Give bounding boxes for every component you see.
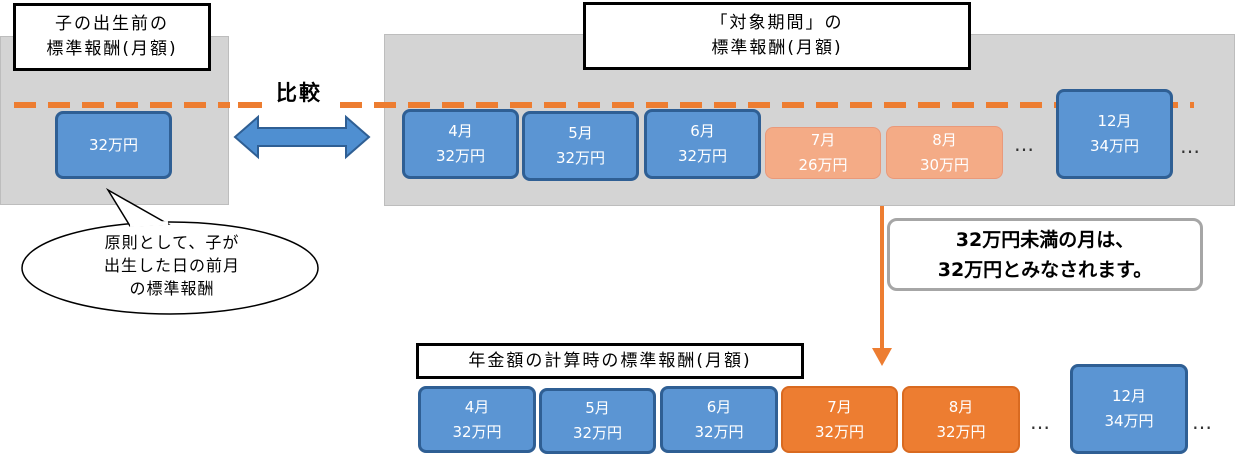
threshold-dashed-line: [14, 102, 1194, 108]
pension-month-6: 6月 32万円: [660, 386, 778, 453]
month-label: 12月: [1097, 112, 1132, 130]
period-ellipsis: …: [1014, 132, 1038, 156]
before-title-box: 子の出生前の 標準報酬(月額): [13, 3, 211, 71]
period-ellipsis-end: …: [1180, 134, 1204, 158]
month-amount: 32万円: [694, 422, 744, 441]
callout-line3: の標準報酬: [129, 279, 215, 298]
period-month-4: 4月 32万円: [402, 109, 519, 179]
period-month-5: 5月 32万円: [522, 111, 639, 181]
month-label: 8月: [932, 130, 957, 149]
period-month-6: 6月 32万円: [644, 109, 761, 179]
month-amount: 34万円: [1104, 412, 1154, 430]
period-month-7: 7月 26万円: [765, 127, 881, 179]
period-title-line1: 「対象期間」の: [710, 13, 844, 33]
month-label: 5月: [568, 124, 593, 142]
month-amount: 32万円: [936, 422, 986, 441]
period-month-12: 12月 34万円: [1056, 89, 1173, 179]
pension-title: 年金額の計算時の標準報酬(月額): [468, 350, 752, 371]
before-title-line1: 子の出生前の: [55, 14, 169, 34]
note-line1: 32万円未満の月は、: [955, 228, 1135, 251]
pension-month-12: 12月 34万円: [1070, 364, 1188, 454]
pension-ellipsis-end: …: [1192, 410, 1216, 434]
callout-text: 原則として、子が 出生した日の前月 の標準報酬: [40, 231, 304, 300]
note-box: 32万円未満の月は、 32万円とみなされます。: [887, 218, 1203, 291]
month-label: 4月: [464, 397, 490, 416]
month-label: 12月: [1111, 387, 1147, 405]
month-label: 7月: [810, 131, 836, 149]
before-amount-box: 32万円: [55, 111, 172, 179]
before-amount: 32万円: [88, 135, 139, 154]
pension-month-8: 8月 32万円: [902, 386, 1020, 453]
month-amount: 32万円: [435, 147, 486, 165]
period-title-box: 「対象期間」の 標準報酬(月額): [583, 2, 971, 70]
before-title-line2: 標準報酬(月額): [46, 39, 178, 59]
callout-bubble: [21, 188, 319, 315]
period-title-line2: 標準報酬(月額): [711, 38, 843, 58]
note-line2: 32万円とみなされます。: [937, 258, 1153, 281]
month-label: 5月: [585, 399, 610, 417]
period-month-8: 8月 30万円: [886, 126, 1003, 179]
month-amount: 30万円: [919, 155, 970, 174]
month-label: 7月: [827, 397, 852, 416]
month-amount: 32万円: [814, 422, 865, 441]
pension-month-4: 4月 32万円: [418, 386, 536, 453]
month-amount: 32万円: [572, 424, 623, 442]
month-amount: 26万円: [798, 156, 848, 174]
pension-ellipsis: …: [1030, 410, 1054, 434]
pension-title-box: 年金額の計算時の標準報酬(月額): [416, 343, 804, 379]
month-amount: 32万円: [452, 422, 502, 441]
compare-double-arrow-icon: [233, 114, 371, 160]
callout-line1: 原則として、子が: [104, 233, 240, 252]
down-arrow-icon: [872, 206, 892, 366]
pension-month-7: 7月 32万円: [781, 386, 898, 453]
pension-month-5: 5月 32万円: [539, 388, 656, 454]
month-amount: 32万円: [555, 149, 606, 167]
compare-label: 比較: [276, 81, 322, 105]
month-label: 8月: [948, 397, 974, 416]
month-amount: 34万円: [1089, 137, 1140, 155]
month-label: 4月: [448, 122, 473, 140]
callout-line2: 出生した日の前月: [103, 256, 240, 275]
month-label: 6月: [690, 122, 715, 140]
month-amount: 32万円: [677, 147, 728, 165]
month-label: 6月: [706, 397, 732, 416]
